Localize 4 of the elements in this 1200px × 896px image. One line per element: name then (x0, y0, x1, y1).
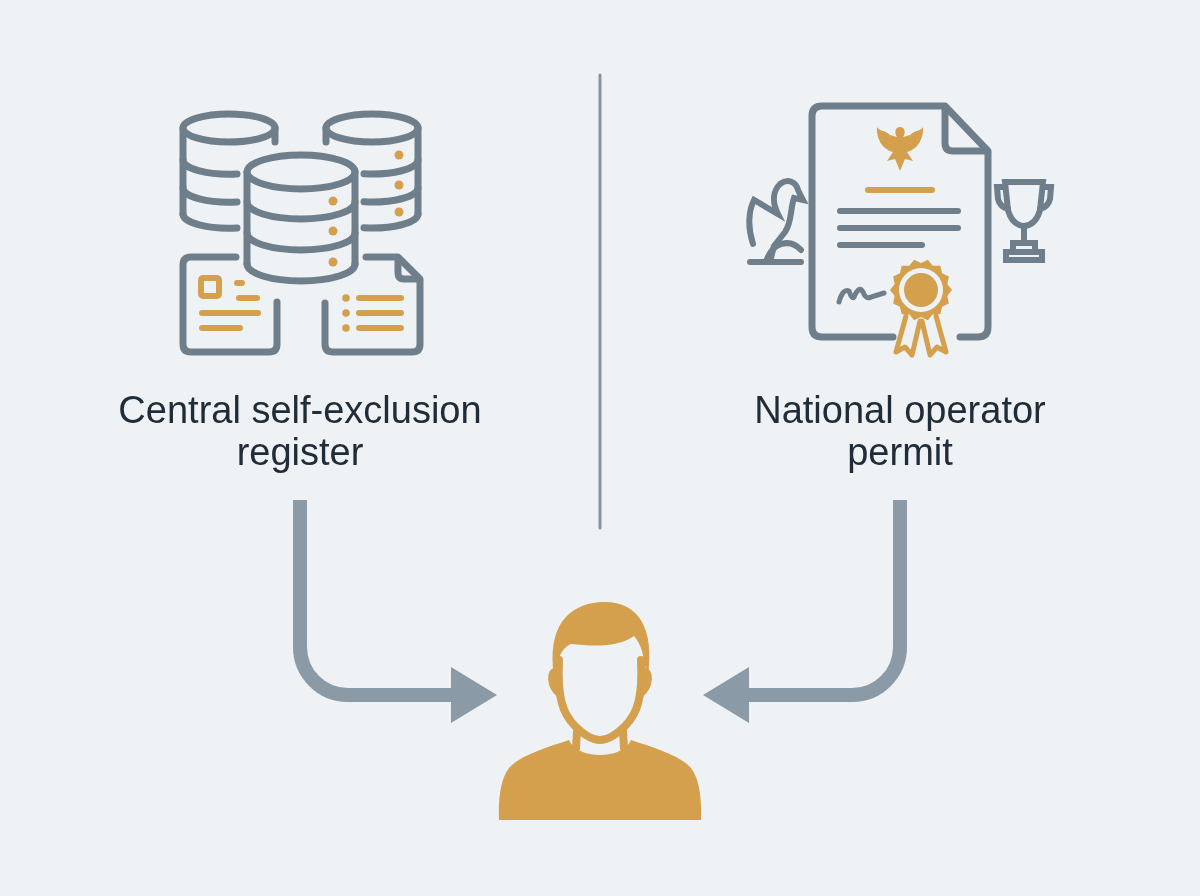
arrow (703, 500, 907, 723)
node-label: Central self-exclusion register (117, 389, 483, 473)
arrow (293, 500, 497, 723)
node-label: National operator permit (753, 389, 1047, 473)
